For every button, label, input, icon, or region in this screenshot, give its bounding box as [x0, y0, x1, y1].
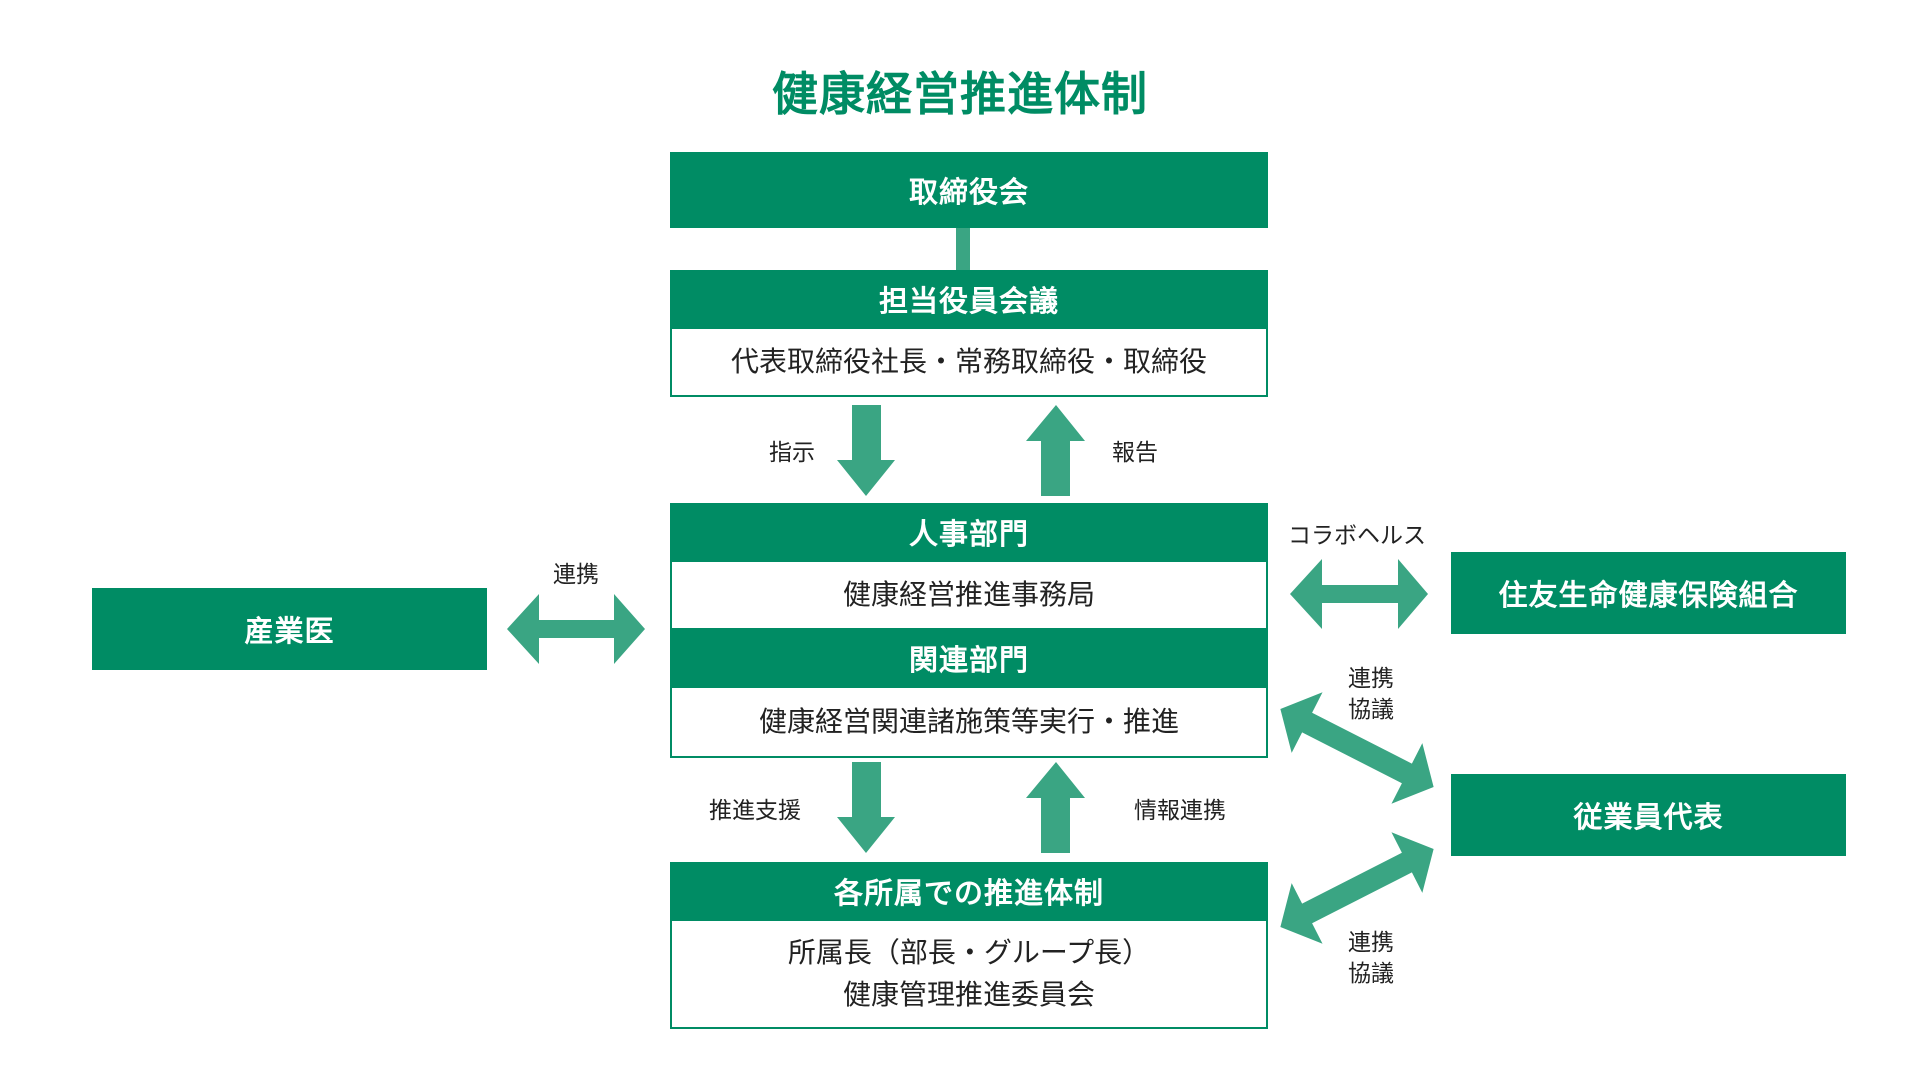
coop-consult-label-2: 連携 協議: [1335, 928, 1407, 990]
affiliates-line1: 所属長（部長・グループ長）: [787, 936, 1151, 969]
related-header: 関連部門: [670, 629, 1268, 687]
hr-body: 健康経営推進事務局: [670, 560, 1268, 630]
cooperation-double-arrow-icon: [507, 594, 645, 664]
coop-consult-label-2b: 協議: [1348, 961, 1394, 988]
info-cooperation-label: 情報連携: [1134, 798, 1226, 824]
related-task: 健康経営関連諸施策等実行・推進: [758, 705, 1179, 738]
instruction-label: 指示: [769, 440, 815, 466]
affiliates-header: 各所属での推進体制: [670, 862, 1268, 920]
coop-consult-label-2a: 連携: [1348, 930, 1394, 956]
occupational-physician-label: 産業医: [244, 614, 335, 648]
health-insurance-box: 住友生命健康保険組合: [1451, 552, 1846, 634]
employee-rep-box: 従業員代表: [1451, 774, 1846, 856]
officer-meeting-header: 担当役員会議: [670, 270, 1268, 328]
coop-consult-label-1b: 協議: [1348, 697, 1394, 724]
hr-office: 健康経営推進事務局: [842, 578, 1095, 611]
officer-meeting-body: 代表取締役社長・常務取締役・取締役: [670, 327, 1268, 397]
collabo-health-label: コラボヘルス: [1288, 523, 1426, 549]
hr-label: 人事部門: [908, 517, 1029, 551]
promotion-support-label: 推進支援: [709, 798, 801, 824]
instruction-arrow-icon: [837, 405, 895, 496]
officer-meeting-members: 代表取締役社長・常務取締役・取締役: [730, 345, 1207, 378]
employee-rep-label: 従業員代表: [1573, 800, 1724, 834]
info-cooperation-arrow-icon: [1026, 762, 1085, 853]
coop-consult-label-1a: 連携: [1348, 666, 1394, 692]
collabo-health-double-arrow-icon: [1290, 559, 1428, 629]
board-label: 取締役会: [908, 175, 1029, 209]
coop-consult-label-1: 連携 協議: [1335, 664, 1407, 726]
affiliates-line2: 健康管理推進委員会: [842, 978, 1095, 1011]
occupational-physician-box: 産業医: [92, 588, 487, 670]
officer-meeting-label: 担当役員会議: [878, 284, 1059, 318]
diagram-title: 健康経営推進体制: [772, 67, 1148, 121]
related-label: 関連部門: [908, 643, 1029, 677]
report-arrow-icon: [1026, 405, 1085, 496]
related-body: 健康経営関連諸施策等実行・推進: [670, 686, 1268, 758]
affiliates-label: 各所属での推進体制: [833, 876, 1104, 910]
report-label: 報告: [1112, 440, 1158, 466]
affiliates-body: 所属長（部長・グループ長） 健康管理推進委員会: [670, 919, 1268, 1029]
coop-consult-arrow-1-icon: [1280, 692, 1434, 804]
promotion-support-arrow-icon: [837, 762, 895, 853]
health-insurance-label: 住友生命健康保険組合: [1498, 578, 1799, 612]
hr-header: 人事部門: [670, 503, 1268, 561]
board-connector: [956, 228, 970, 270]
cooperation-label: 連携: [553, 562, 599, 588]
board-box: 取締役会: [670, 152, 1268, 228]
coop-consult-arrow-2-icon: [1280, 832, 1434, 944]
